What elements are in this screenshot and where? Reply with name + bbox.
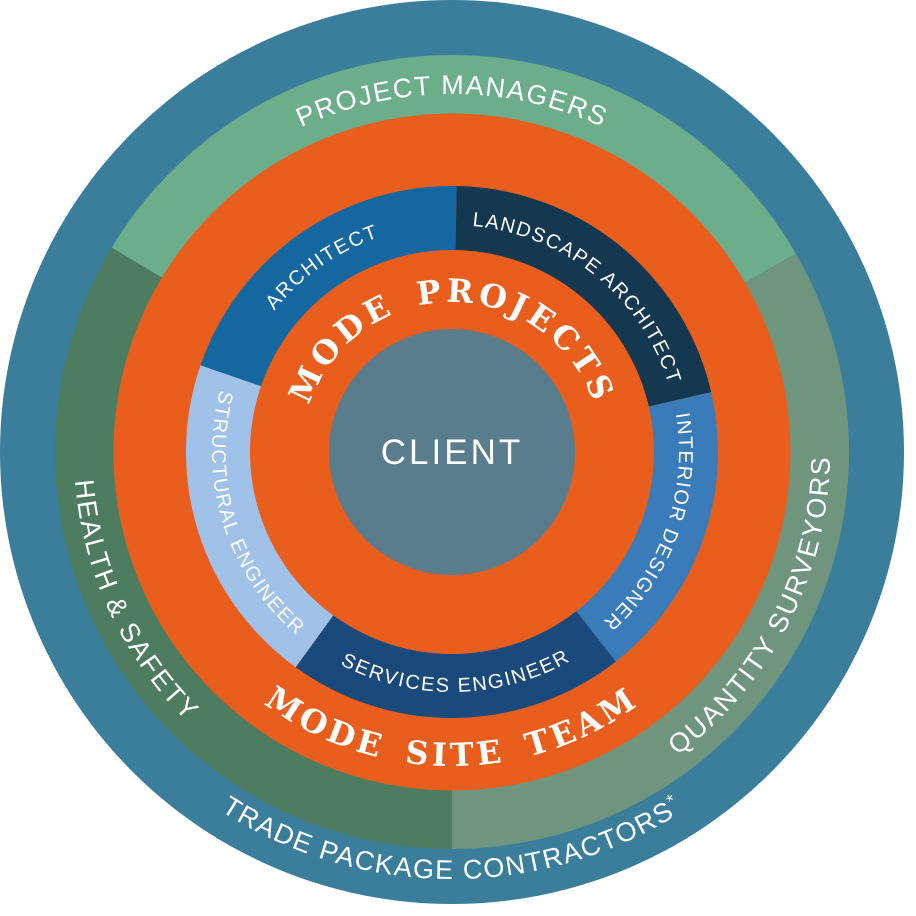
client-circle [329,329,575,575]
segment-landscape-architect [454,186,712,408]
segment-architect [200,186,457,387]
segment-health-safety [55,247,453,849]
client-label: CLIENT [381,433,523,472]
segment-project-managers [111,55,796,284]
segment-quantity-surveyors [451,253,849,849]
segment-structural-engineer [186,365,334,668]
segment-services-engineer [295,610,616,718]
segment-interior-designer [575,392,718,662]
